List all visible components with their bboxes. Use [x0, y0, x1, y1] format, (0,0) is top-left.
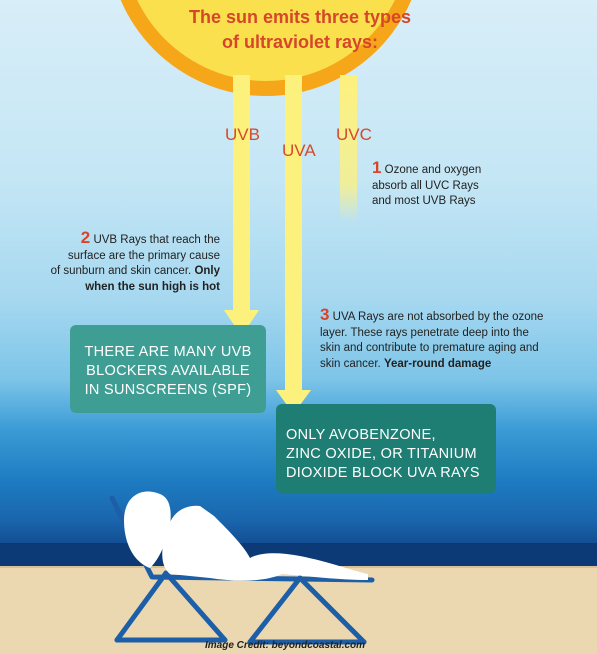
uva-ray-arrowhead — [276, 390, 311, 414]
note-1-line-1: Ozone and oxygen — [384, 164, 482, 176]
note-1-line-2: absorb all UVC Rays — [372, 179, 479, 192]
note-3-line-4: skin cancer. — [320, 357, 381, 370]
uva-ray — [285, 75, 302, 393]
note-1: 1 Ozone and oxygen absorb all UVC Rays a… — [372, 158, 542, 210]
note-3-number: 3 — [320, 305, 330, 324]
uva-box-line-2: ZINC OXIDE, OR TITANIUM — [286, 446, 477, 462]
note-3-line-2: layer. These rays penetrate deep into th… — [320, 326, 529, 339]
headline-line-1: The sun emits three types — [188, 7, 412, 27]
uvb-box-line-2: BLOCKERS AVAILABLE — [86, 363, 250, 379]
uvb-box-line-1: THERE ARE MANY UVB — [84, 344, 252, 360]
uvb-ray — [233, 75, 250, 313]
headline-line-2: of ultraviolet rays: — [221, 32, 379, 52]
note-1-number: 1 — [372, 158, 382, 177]
uvb-label: UVB — [225, 125, 260, 144]
note-2-line-2: surface are the primary cause — [67, 249, 220, 262]
note-2-bold-b: when the sun high is hot — [85, 280, 220, 293]
note-3-line-3: skin and contribute to premature aging a… — [320, 342, 539, 354]
uva-box-line-3: DIOXIDE BLOCK UVA RAYS — [286, 465, 480, 481]
note-3-bold: Year-round damage — [383, 357, 492, 370]
uva-label: UVA — [282, 141, 316, 160]
image-credit: Image Credit: beyondcoastal.com — [205, 640, 366, 651]
note-2-bold-a: Only — [194, 265, 220, 277]
note-2-line-1: UVB Rays that reach the — [93, 234, 220, 246]
note-2-line-3: of sunburn and skin cancer. — [50, 265, 192, 277]
sun-inner — [137, 0, 395, 81]
note-2-number: 2 — [80, 228, 91, 247]
note-3-line-1: UVA Rays are not absorbed by the ozone — [332, 311, 544, 323]
note-3: 3 UVA Rays are not absorbed by the ozone… — [320, 305, 580, 372]
uvb-blockers-box: THERE ARE MANY UVB BLOCKERS AVAILABLE IN… — [70, 325, 266, 413]
uvb-ray-arrowhead — [224, 310, 259, 336]
uvc-ray — [340, 75, 357, 222]
sunbather-silhouette — [124, 491, 368, 581]
headline: The sun emits three types of ultraviolet… — [150, 5, 450, 55]
note-2: 2 UVB Rays that reach the surface are th… — [20, 228, 220, 295]
uva-blockers-box: ONLY AVOBENZONE, ZINC OXIDE, OR TITANIUM… — [276, 404, 496, 493]
uvc-label: UVC — [336, 125, 372, 144]
uva-box-line-1: ONLY AVOBENZONE, — [286, 427, 436, 443]
note-1-line-3: and most UVB Rays — [372, 195, 476, 207]
uvb-box-line-3: IN SUNSCREENS (SPF) — [84, 382, 252, 398]
